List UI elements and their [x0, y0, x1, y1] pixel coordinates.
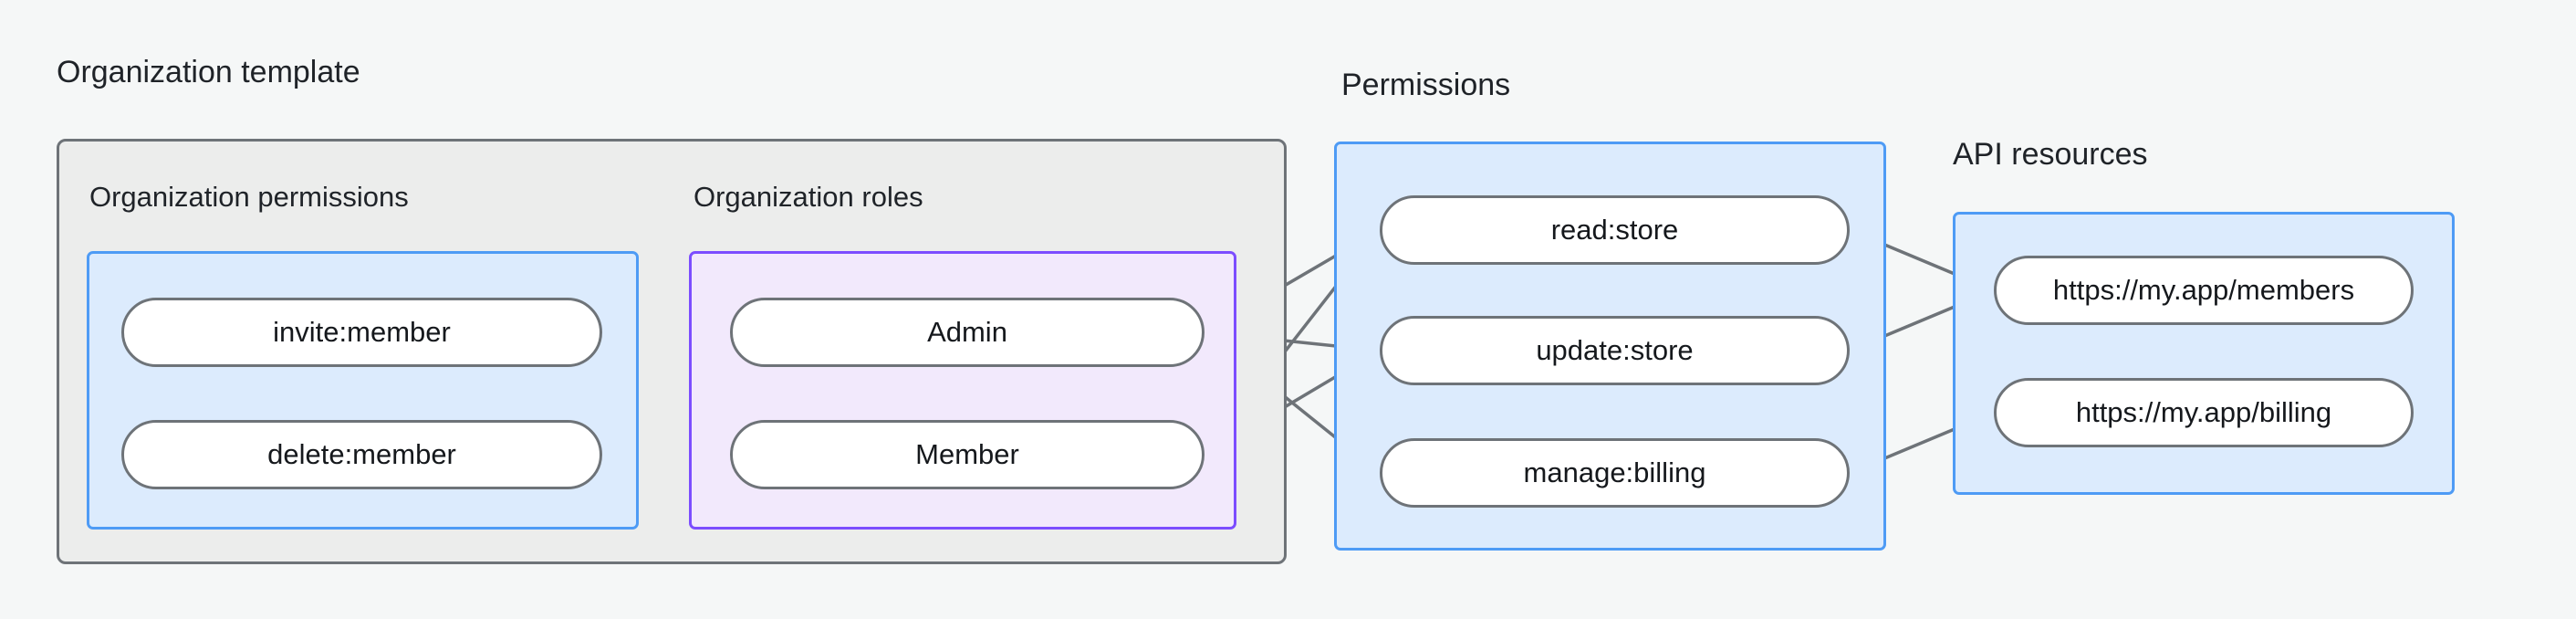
subgroup-title-organization-roles: Organization roles: [694, 181, 923, 213]
group-title-permissions: Permissions: [1341, 68, 1511, 102]
group-api-resources: [1953, 212, 2455, 495]
node-manage-billing[interactable]: manage:billing: [1380, 438, 1850, 508]
node-admin[interactable]: Admin: [730, 298, 1205, 367]
node-members-url[interactable]: https://my.app/members: [1994, 256, 2414, 325]
group-title-organization-template: Organization template: [57, 55, 360, 89]
node-invite-member[interactable]: invite:member: [121, 298, 602, 367]
subgroup-title-organization-permissions: Organization permissions: [89, 181, 409, 213]
node-read-store[interactable]: read:store: [1380, 195, 1850, 265]
group-title-api-resources: API resources: [1953, 137, 2148, 172]
node-billing-url[interactable]: https://my.app/billing: [1994, 378, 2414, 447]
node-member[interactable]: Member: [730, 420, 1205, 489]
node-update-store[interactable]: update:store: [1380, 316, 1850, 385]
node-delete-member[interactable]: delete:member: [121, 420, 602, 489]
